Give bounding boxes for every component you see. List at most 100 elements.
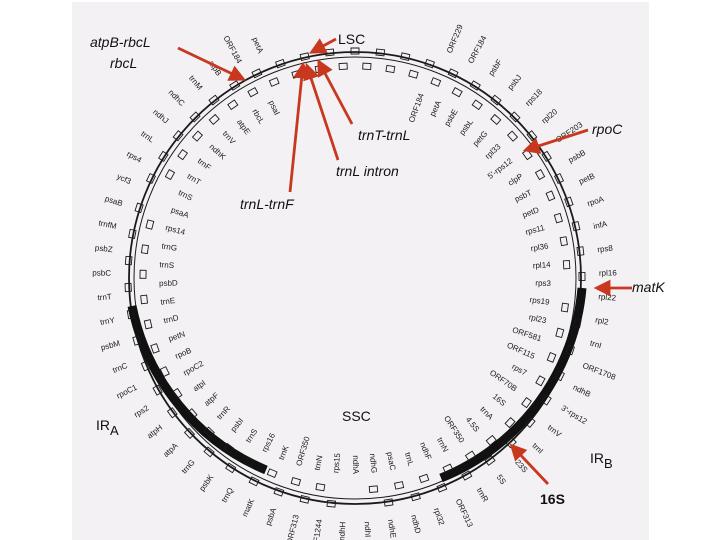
gene-label: rpl23 bbox=[528, 313, 548, 326]
gene-label: psbE bbox=[442, 108, 459, 128]
gene-box bbox=[400, 52, 411, 61]
gene-box bbox=[573, 318, 582, 329]
gene-label: ORF184 bbox=[466, 34, 489, 65]
gene-label: trnF bbox=[196, 156, 213, 172]
gene-label: trnC bbox=[111, 361, 129, 375]
callout-atpb-rbcl: atpB-rbcL bbox=[90, 34, 151, 50]
gene-label: rps8 bbox=[597, 243, 614, 254]
gene-box bbox=[247, 87, 259, 98]
gene-box bbox=[447, 68, 459, 79]
gene-label: petD bbox=[521, 205, 540, 219]
gene-box bbox=[208, 94, 220, 106]
gene-label: rps7 bbox=[510, 362, 528, 378]
gene-box bbox=[451, 87, 463, 98]
callout-trnl-trnf: trnL-trnF bbox=[240, 196, 295, 212]
gene-box bbox=[464, 450, 477, 462]
gene-label: ndhF bbox=[418, 441, 433, 461]
gene-label: trnA bbox=[478, 405, 495, 422]
gene-label: psbM bbox=[100, 338, 122, 352]
gene-box bbox=[145, 219, 155, 230]
gene-label: trnS bbox=[177, 188, 194, 202]
callout-irb: IRB bbox=[590, 450, 613, 471]
gene-box bbox=[208, 113, 220, 126]
gene-box bbox=[368, 485, 379, 494]
gene-box bbox=[490, 113, 502, 126]
gene-box bbox=[140, 244, 149, 255]
gene-box bbox=[490, 94, 502, 106]
gene-box bbox=[410, 492, 421, 502]
gene-label: rps16 bbox=[260, 431, 277, 453]
gene-box bbox=[145, 172, 157, 185]
gene-label: trnK bbox=[277, 444, 291, 462]
gene-box bbox=[350, 47, 360, 55]
gene-label: matK bbox=[240, 497, 256, 518]
gene-label: rps4 bbox=[125, 149, 143, 165]
gene-label: rps18 bbox=[524, 87, 545, 108]
gene-box bbox=[183, 427, 196, 439]
gene-label: psbJ bbox=[506, 73, 524, 92]
gene-box bbox=[541, 150, 552, 162]
gene-box bbox=[186, 408, 198, 420]
gene-label: ndhK bbox=[208, 142, 228, 162]
gene-box bbox=[535, 375, 546, 387]
callout-arrow-trnl-trnf bbox=[288, 61, 310, 193]
gene-box bbox=[268, 77, 280, 87]
gene-box bbox=[132, 335, 142, 346]
gene-label: rps11 bbox=[524, 223, 546, 237]
gene-label: ORF1244 bbox=[310, 518, 324, 540]
gene-box bbox=[545, 190, 556, 202]
gene-label: rpoC2 bbox=[182, 359, 206, 378]
gene-box bbox=[509, 111, 521, 123]
gene-label: psbA bbox=[264, 506, 279, 527]
gene-label: trnV bbox=[221, 129, 238, 146]
gene-box bbox=[383, 498, 394, 507]
gene-label: rps2 bbox=[132, 403, 150, 419]
gene-label: rpl32 bbox=[432, 507, 447, 527]
gene-box bbox=[507, 130, 519, 142]
gene-label: trnE bbox=[160, 296, 176, 307]
gene-label: trnG bbox=[161, 241, 178, 252]
gene-box bbox=[227, 99, 239, 111]
gene-label: petN bbox=[167, 329, 186, 343]
callout-trnt-trnl: trnT-trnL bbox=[358, 127, 410, 143]
gene-box bbox=[418, 473, 430, 484]
gene-label: ORF184 bbox=[407, 92, 426, 124]
gene-box bbox=[564, 196, 574, 208]
callout-lsc: LSC bbox=[338, 31, 365, 47]
gene-box bbox=[152, 384, 163, 396]
gene-box bbox=[326, 499, 337, 508]
gene-box bbox=[524, 416, 536, 429]
gene-label: trnN bbox=[313, 454, 325, 471]
gene-label: trnI bbox=[589, 339, 603, 351]
gene-box bbox=[139, 269, 147, 279]
gene-box bbox=[485, 434, 497, 446]
gene-box bbox=[504, 416, 516, 429]
gene-label: ndhB bbox=[571, 383, 592, 399]
gene-label: ndhJ bbox=[151, 107, 170, 125]
gene-box bbox=[126, 309, 136, 320]
gene-box bbox=[140, 294, 148, 305]
gene-label: ORF115 bbox=[506, 341, 537, 361]
gene-label: atpH bbox=[145, 423, 164, 441]
gene-label: ycf3 bbox=[115, 172, 133, 186]
gene-label: ORF184 bbox=[221, 34, 244, 65]
gene-box bbox=[299, 495, 310, 504]
gene-box bbox=[222, 442, 235, 454]
gene-box bbox=[177, 148, 189, 161]
gene-box bbox=[248, 476, 260, 487]
gene-box bbox=[291, 69, 302, 79]
gene-label: rpl20 bbox=[540, 107, 560, 126]
gene-label: atpF bbox=[202, 391, 220, 408]
gene-label: infA bbox=[593, 219, 609, 231]
genome-circle-outer bbox=[128, 51, 582, 505]
gene-label: trnR bbox=[475, 486, 491, 504]
gene-label: petA bbox=[428, 98, 443, 117]
gene-label: rpl14 bbox=[532, 260, 551, 270]
callout-rbcl: rbcL bbox=[110, 55, 137, 71]
inverted-repeat-b-arc bbox=[439, 287, 587, 483]
gene-label: trnQ bbox=[220, 486, 236, 504]
inverted-repeat-a-arc bbox=[127, 305, 268, 475]
gene-box bbox=[229, 80, 241, 91]
gene-label: 16S bbox=[491, 392, 508, 408]
gene-label: trnR bbox=[215, 404, 232, 421]
